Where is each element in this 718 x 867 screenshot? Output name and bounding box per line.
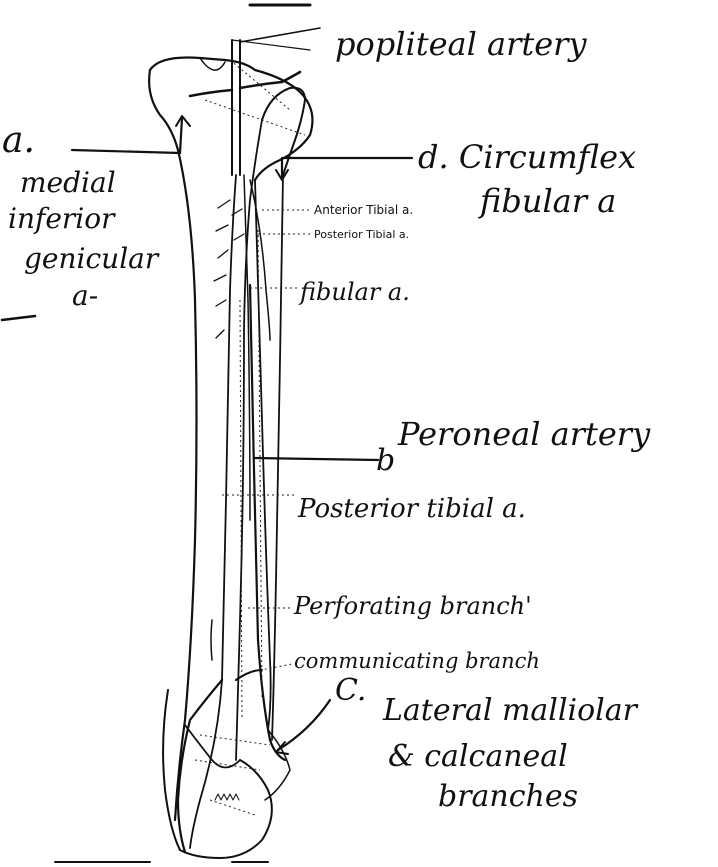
c-marker-label: C.: [335, 673, 366, 708]
leader-lines: [2, 28, 412, 754]
popliteal-artery-vessel: [190, 40, 310, 175]
popliteal-artery-label: popliteal artery: [335, 25, 587, 63]
genicular-a-label: a-: [72, 279, 98, 312]
inferior-label: inferior: [8, 202, 116, 235]
b-marker-label: b: [376, 443, 395, 478]
branches-label: branches: [438, 779, 578, 814]
peroneal-artery-label: Peroneal artery: [397, 415, 651, 453]
fibular-a-label: fibular a.: [298, 278, 410, 306]
perforating-branch-label: Perforating branch': [293, 592, 532, 620]
circumflex-label: d. Circumflex: [418, 138, 636, 176]
tibial-arteries-vessels: [178, 175, 270, 852]
calcaneal-label: & calcaneal: [388, 739, 568, 774]
medial-label: medial: [20, 166, 116, 199]
fibular-a-upper-label: fibular a: [478, 182, 616, 220]
posterior-tibial-small-label: Posterior Tibial a.: [314, 228, 409, 241]
a-marker-label: a.: [2, 120, 35, 161]
posterior-tibial-a-label: Posterior tibial a.: [297, 494, 526, 524]
genicular-label: genicular: [24, 242, 160, 275]
ankle-foot: [163, 690, 290, 858]
lateral-malleolar-label: Lateral malliolar: [382, 693, 639, 728]
anterior-tibial-label: Anterior Tibial a.: [314, 203, 413, 217]
communicating-branch-label: communicating branch: [294, 649, 540, 673]
